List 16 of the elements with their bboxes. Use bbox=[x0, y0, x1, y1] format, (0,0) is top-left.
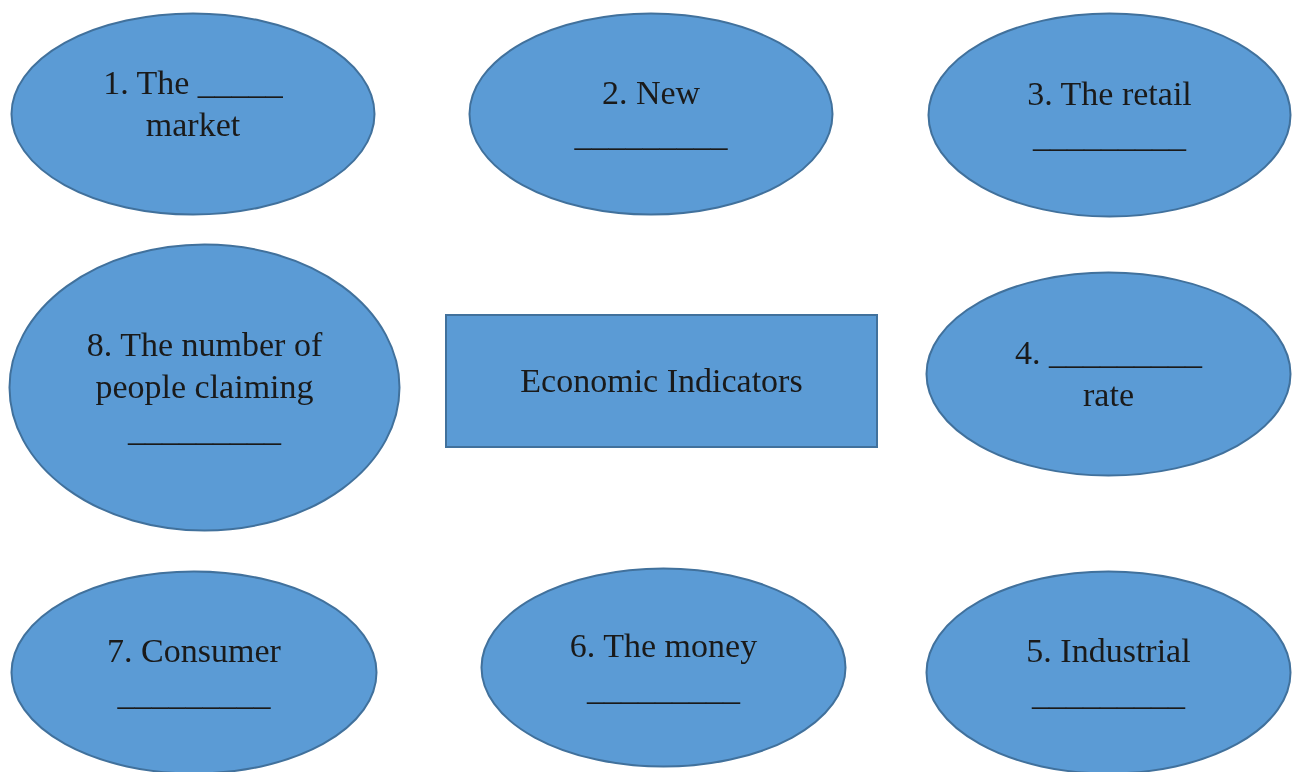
prompt-text: 4. _________ rate bbox=[1014, 332, 1204, 415]
prompt-text: 3. The retail _________ bbox=[1026, 73, 1193, 156]
oval-node bbox=[925, 271, 1292, 477]
oval-node bbox=[468, 12, 834, 216]
prompt-text: 8. The number of people claiming _________ bbox=[85, 324, 324, 450]
title-box bbox=[445, 314, 878, 448]
oval-node bbox=[480, 567, 847, 768]
prompt-text: 1. The _____ market bbox=[102, 62, 284, 145]
prompt-text: 7. Consumer _________ bbox=[106, 631, 282, 714]
prompt-text: 6. The money _________ bbox=[568, 626, 759, 709]
oval-node bbox=[8, 243, 401, 532]
title-text: Economic Indicators bbox=[520, 360, 803, 401]
oval-node bbox=[927, 12, 1292, 218]
oval-node bbox=[10, 12, 376, 216]
prompt-text: 5. Industrial _________ bbox=[1025, 631, 1192, 714]
prompt-text: 2. New _________ bbox=[573, 72, 729, 155]
